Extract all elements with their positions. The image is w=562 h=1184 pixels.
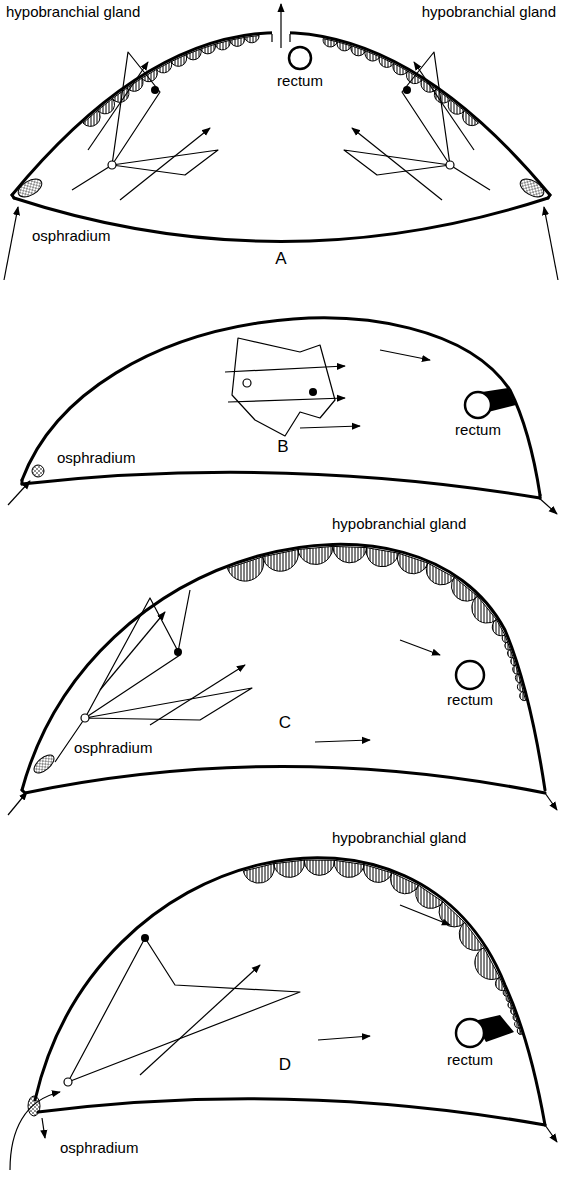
mantle-wall bbox=[22, 318, 540, 495]
water-flow-arrow bbox=[228, 398, 345, 402]
afferent-vessel bbox=[446, 161, 454, 169]
part-label: osphradium bbox=[55, 450, 137, 467]
water-flow-arrow bbox=[8, 792, 27, 815]
water-flow-arrow bbox=[42, 1118, 45, 1138]
water-flow-arrow bbox=[300, 426, 360, 428]
water-flow-arrow bbox=[225, 366, 345, 372]
water-flow-arrow bbox=[400, 905, 450, 925]
ctenidium bbox=[55, 590, 252, 762]
part-label: hypobranchial gland bbox=[4, 4, 142, 21]
part-label: osphradium bbox=[72, 740, 154, 757]
part-label: rectum bbox=[445, 1052, 495, 1069]
panel-d bbox=[10, 858, 557, 1170]
mantle-floor bbox=[22, 472, 540, 498]
efferent-vessel bbox=[141, 934, 149, 942]
ctenidium bbox=[72, 52, 218, 190]
osphradium-symbol bbox=[32, 465, 44, 477]
rectum-symbol bbox=[465, 392, 491, 418]
part-label: hypobranchial gland bbox=[330, 516, 468, 533]
afferent-vessel bbox=[108, 161, 116, 169]
water-flow-arrow bbox=[280, 4, 281, 48]
water-flow-arrow bbox=[545, 793, 557, 810]
panel-letter: B bbox=[275, 438, 290, 457]
mantle-edge bbox=[22, 480, 540, 498]
efferent-vessel bbox=[174, 648, 182, 656]
panel-b bbox=[8, 318, 557, 514]
panel-a bbox=[4, 4, 558, 280]
mantle-floor bbox=[25, 767, 545, 794]
osphradium-symbol bbox=[31, 752, 57, 777]
water-flow-arrow bbox=[4, 207, 18, 280]
mantle-wall bbox=[35, 858, 545, 1125]
rectum-symbol bbox=[289, 47, 311, 69]
efferent-vessel bbox=[151, 86, 159, 94]
hypobranchial-gland bbox=[227, 546, 525, 700]
mantle-floor bbox=[38, 1099, 545, 1125]
osphradium-symbol bbox=[28, 1096, 40, 1116]
panel-letter: A bbox=[273, 250, 288, 269]
part-label: rectum bbox=[445, 692, 495, 709]
mantle-wall bbox=[12, 33, 550, 196]
panel-letter: C bbox=[277, 714, 293, 733]
water-flow-arrow bbox=[8, 481, 30, 505]
panel-letter: D bbox=[277, 1056, 293, 1075]
water-flow-arrow bbox=[352, 128, 442, 200]
rectum-symbol bbox=[456, 661, 484, 689]
ctenidium bbox=[232, 338, 335, 436]
panel-c bbox=[8, 544, 557, 815]
water-flow-arrow bbox=[380, 350, 430, 360]
efferent-vessel bbox=[403, 86, 411, 94]
afferent-vessel bbox=[81, 714, 89, 722]
part-label: osphradium bbox=[58, 1140, 140, 1157]
part-label: rectum bbox=[275, 73, 325, 90]
water-flow-arrow bbox=[100, 612, 165, 690]
water-flow-arrow bbox=[538, 497, 557, 514]
osphradium-symbol bbox=[15, 175, 45, 200]
water-flow-arrow bbox=[318, 1036, 370, 1040]
hypobranchial-gland bbox=[83, 36, 259, 127]
water-flow-arrow bbox=[545, 1125, 557, 1142]
water-flow-arrow bbox=[150, 665, 245, 725]
water-flow-arrow bbox=[120, 128, 210, 200]
hypobranchial-gland bbox=[243, 860, 521, 1034]
part-label: hypobranchial gland bbox=[420, 4, 558, 21]
water-flow-arrow bbox=[140, 965, 260, 1075]
hypobranchial-gland bbox=[323, 39, 478, 126]
rectum-symbol bbox=[456, 1019, 484, 1047]
part-label: osphradium bbox=[30, 228, 112, 245]
afferent-vessel bbox=[243, 379, 251, 387]
part-label: rectum bbox=[453, 422, 503, 439]
mantle-edge bbox=[22, 790, 25, 793]
water-flow-arrow bbox=[10, 1092, 60, 1170]
water-flow-arrow bbox=[88, 62, 148, 150]
ctenidium bbox=[344, 52, 490, 190]
water-flow-arrow bbox=[315, 740, 370, 742]
water-flow-arrow bbox=[400, 640, 440, 655]
mantle-edge bbox=[12, 195, 550, 198]
water-flow-arrow bbox=[544, 207, 558, 280]
afferent-vessel bbox=[64, 1078, 72, 1086]
mantle-wall bbox=[22, 544, 545, 790]
osphradium-symbol bbox=[517, 175, 547, 200]
efferent-vessel bbox=[309, 388, 317, 396]
water-flow-arrow bbox=[414, 62, 474, 150]
part-label: hypobranchial gland bbox=[330, 830, 468, 847]
ctenidium bbox=[68, 938, 300, 1082]
